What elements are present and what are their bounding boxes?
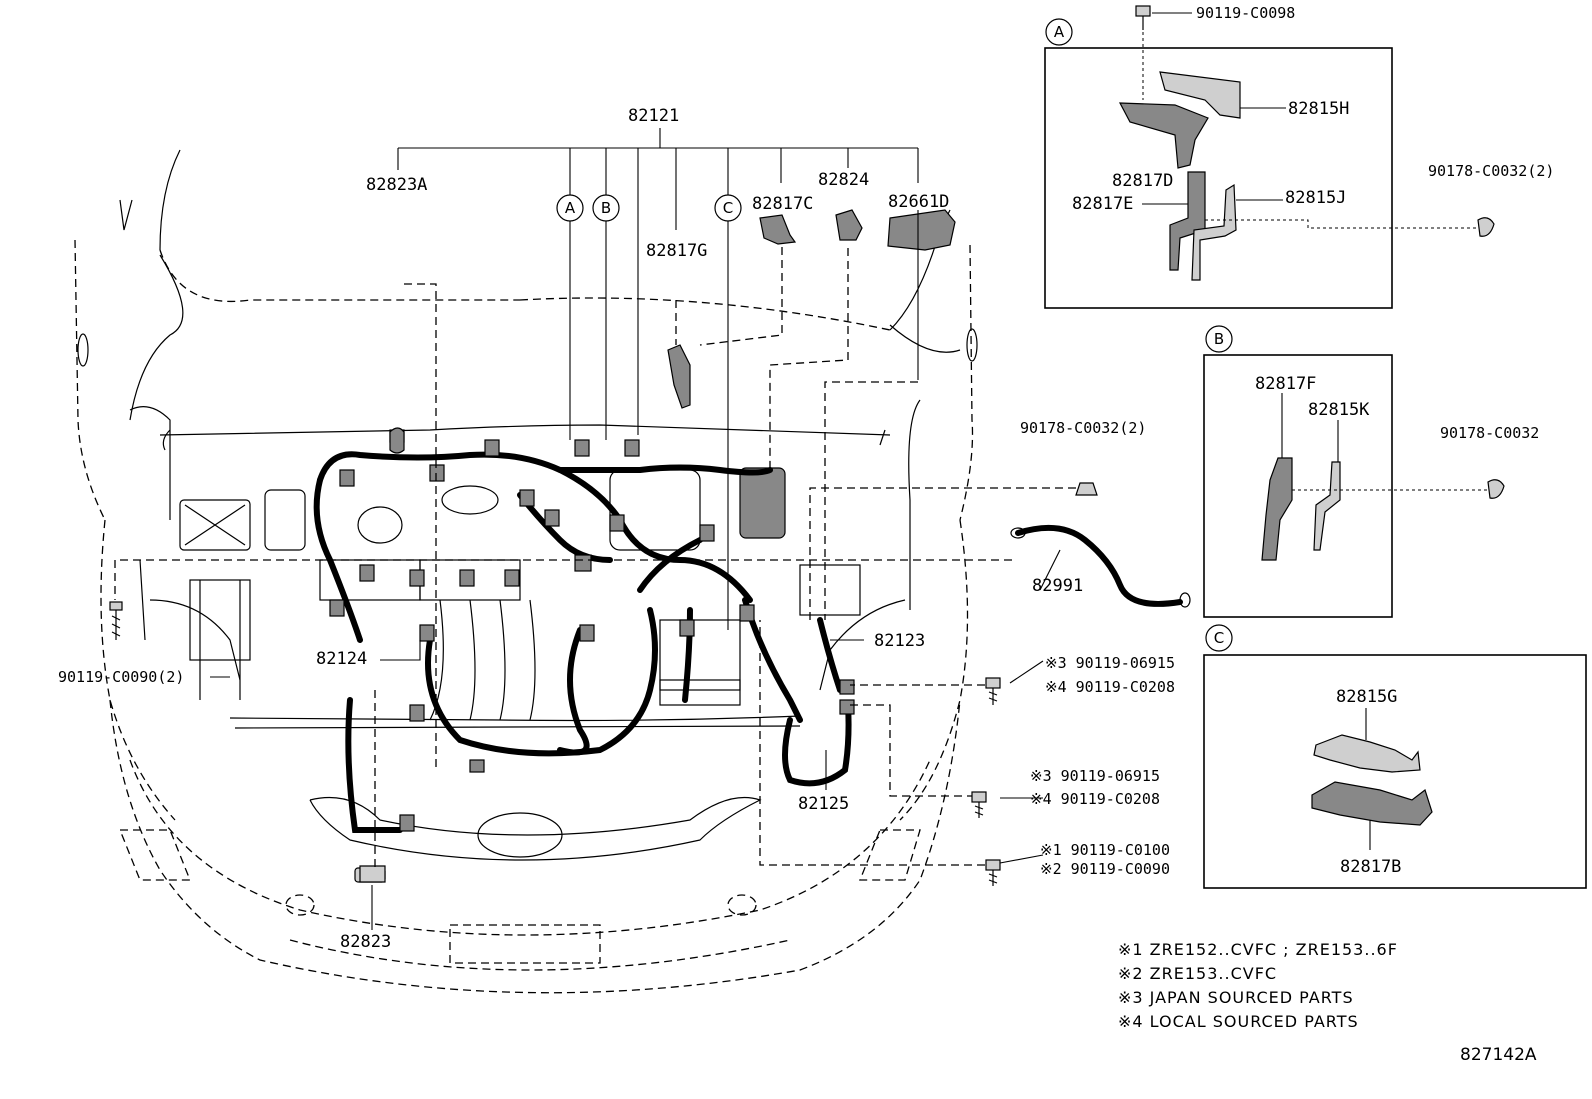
nut-a-icon (1477, 217, 1495, 237)
label-bolt-r1-b: ※4 90119-C0208 (1045, 678, 1175, 696)
label-bolt-r1-a: ※3 90119-06915 (1045, 654, 1175, 672)
label-bolt-r3-a: ※1 90119-C0100 (1040, 841, 1170, 859)
part-82823A (389, 427, 405, 454)
part-82661D (887, 209, 956, 251)
label-82817C: 82817C (752, 194, 813, 214)
part-82815G (1313, 734, 1421, 773)
label-bolt-r2-b: ※4 90119-C0208 (1030, 790, 1160, 808)
detail-c-frame (1203, 654, 1587, 889)
detail-c-circle: C (1214, 629, 1224, 647)
part-82817D (1118, 102, 1209, 169)
detail-a-frame (1044, 47, 1393, 309)
label-nut-a: 90178-C0032(2) (1428, 162, 1554, 180)
part-82824 (835, 209, 863, 241)
label-82823: 82823 (340, 932, 391, 952)
bolt-top-icon (1135, 5, 1151, 30)
circle-callouts: A B C (556, 194, 742, 222)
detail-b-frame (1203, 354, 1393, 618)
label-82817E: 82817E (1072, 194, 1133, 214)
part-82823 (359, 865, 386, 883)
detail-b: B 82817F 82815K 90178-C0032 (1203, 325, 1539, 618)
label-82815G: 82815G (1336, 687, 1397, 707)
bolt-r1-icon (985, 677, 1001, 705)
label-82817D: 82817D (1112, 171, 1173, 191)
nut-b-icon (1487, 479, 1505, 499)
circle-b: B (601, 199, 611, 217)
label-82817B: 82817B (1340, 857, 1401, 877)
label-82815J: 82815J (1285, 188, 1346, 208)
label-nut-b: 90178-C0032 (1440, 424, 1539, 442)
part-82817G (667, 344, 691, 409)
bolt-r2-icon (971, 791, 987, 818)
part-82815H (1159, 71, 1241, 119)
detail-a: A 90119-C0098 82815H 82817D 82815J 82817… (1044, 4, 1554, 309)
label-90119-C0098: 90119-C0098 (1196, 4, 1295, 22)
circle-a: A (565, 199, 576, 217)
note-1: ※1 ZRE152..CVFC ; ZRE153..6F (1118, 940, 1398, 959)
label-82124: 82124 (316, 649, 367, 669)
part-82817C (759, 214, 797, 245)
main-labels: 82121 82823A 82817C 82824 82661D 82817G … (58, 106, 1175, 952)
part-82815J (1191, 183, 1237, 281)
circle-c: C (723, 199, 733, 217)
note-4: ※4 LOCAL SOURCED PARTS (1118, 1012, 1359, 1031)
leader-lines (114, 128, 1076, 930)
note-3: ※3 JAPAN SOURCED PARTS (1118, 988, 1354, 1007)
part-82815K (1313, 461, 1341, 551)
label-82817F: 82817F (1255, 374, 1316, 394)
bolt-icons (109, 601, 1001, 886)
label-bolt-r3-b: ※2 90119-C0090 (1040, 860, 1170, 878)
label-82661D: 82661D (888, 192, 949, 212)
detail-a-circle: A (1054, 23, 1065, 41)
note-2: ※2 ZRE153..CVFC (1118, 964, 1277, 983)
nut-mid-icon (1075, 482, 1098, 496)
part-82817F (1261, 457, 1293, 561)
label-82823A: 82823A (366, 175, 427, 195)
bolt-left-icon (109, 601, 123, 640)
label-bolt-r2-a: ※3 90119-06915 (1030, 767, 1160, 785)
label-82824: 82824 (818, 170, 869, 190)
label-82817G: 82817G (646, 241, 707, 261)
label-nut-mid: 90178-C0032(2) (1020, 419, 1146, 437)
figure-id: 827142A (1460, 1045, 1537, 1065)
detail-c: C 82815G 82817B (1203, 624, 1587, 889)
label-82815K: 82815K (1308, 400, 1370, 420)
label-82121: 82121 (628, 106, 679, 126)
label-82991: 82991 (1032, 576, 1083, 596)
part-82817E (1169, 171, 1206, 271)
callout-parts (359, 209, 1191, 883)
bolt-r3-icon (985, 859, 1001, 886)
part-82817B (1311, 781, 1433, 826)
label-82815H: 82815H (1288, 99, 1349, 119)
label-bolt-left: 90119-C0090(2) (58, 668, 184, 686)
footnotes: ※1 ZRE152..CVFC ; ZRE153..6F ※2 ZRE153..… (1118, 940, 1398, 1031)
label-82123: 82123 (874, 631, 925, 651)
part-82991 (1015, 524, 1183, 607)
detail-b-circle: B (1214, 330, 1224, 348)
vehicle-outline (74, 149, 978, 994)
label-82125: 82125 (798, 794, 849, 814)
